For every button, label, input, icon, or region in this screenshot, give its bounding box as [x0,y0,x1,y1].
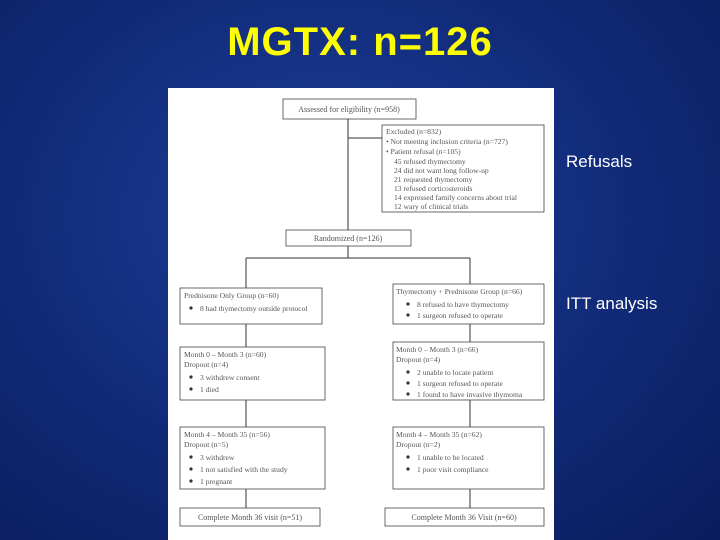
slide-title: MGTX: n=126 [227,20,493,64]
right-complete-text: Complete Month 36 Visit (n=60) [411,513,517,522]
randomized-text: Randomized (n=126) [314,234,383,243]
thymectomy-arm-box: Thymectomy + Prednisone Group (n=66) 8 r… [392,283,545,325]
right-month0-3-bullet: 1 found to have invasive thymoma [417,390,523,399]
prednisone-arm-box: Prednisone Only Group (n=60) 8 had thyme… [179,287,323,325]
right-month0-3-box: Month 0 – Month 3 (n=66) Dropout (n=4) 2… [392,341,545,401]
right-month4-35-dropout: Dropout (n=2) [396,440,441,449]
prednisone-arm-header: Prednisone Only Group (n=60) [184,291,279,300]
left-complete-text: Complete Month 36 visit (n=51) [198,513,302,522]
excluded-line: 24 did not want long follow-up [394,166,489,175]
flowchart-svg: Assessed for eligibility (n=958) Exclude… [179,98,545,527]
excluded-line: 45 refused thymectomy [394,157,466,166]
left-month4-35-box: Month 4 – Month 35 (n=56) Dropout (n=5) … [179,426,326,490]
left-month0-3-bullet: 3 withdrew consent [200,373,260,382]
excluded-line: • Not meeting inclusion criteria (n=727) [386,137,508,146]
excluded-box: Excluded (n=832) • Not meeting inclusion… [381,124,545,213]
left-month4-35-bullet: 1 pregnant [200,477,233,486]
prednisone-arm-bullet: 8 had thymectomy outside protocol [200,304,308,313]
right-month4-35-bullet: 1 poor visit compliance [417,465,489,474]
refusals-label: Refusals [566,152,633,171]
right-month0-3-header: Month 0 – Month 3 (n=66) [396,345,479,354]
excluded-line: 13 refused corticosteroids [394,184,472,193]
assessed-text: Assessed for eligibility (n=958) [298,105,400,114]
right-month4-35-header: Month 4 – Month 35 (n=62) [396,430,482,439]
left-complete-box: Complete Month 36 visit (n=51) [179,507,321,527]
excluded-line: 14 expressed family concerns about trial [394,193,517,202]
left-month4-35-header: Month 4 – Month 35 (n=56) [184,430,270,439]
right-month4-35-box: Month 4 – Month 35 (n=62) Dropout (n=2) … [392,426,545,490]
thymectomy-arm-bullet: 1 surgeon refused to operate [417,311,504,320]
excluded-header: Excluded (n=832) [386,127,442,136]
flowchart-connectors [245,119,471,508]
left-month4-35-bullet: 3 withdrew [200,453,235,462]
right-month4-35-bullet: 1 unable to be located [417,453,484,462]
randomized-box: Randomized (n=126) [285,229,412,247]
left-month0-3-header: Month 0 – Month 3 (n=60) [184,350,267,359]
excluded-line: • Patient refusal (n=105) [386,147,461,156]
thymectomy-arm-header: Thymectomy + Prednisone Group (n=66) [396,287,523,296]
right-month0-3-bullet: 1 surgeon refused to operate [417,379,504,388]
excluded-line: 12 wary of clinical trials [394,202,468,211]
consort-flowchart: Assessed for eligibility (n=958) Exclude… [168,88,554,540]
right-complete-box: Complete Month 36 Visit (n=60) [384,507,545,527]
left-month4-35-dropout: Dropout (n=5) [184,440,229,449]
right-month0-3-dropout: Dropout (n=4) [396,355,441,364]
itt-analysis-label: ITT analysis [566,294,658,313]
left-month4-35-bullet: 1 not satisfied with the study [200,465,288,474]
assessed-box: Assessed for eligibility (n=958) [282,98,417,120]
left-month0-3-dropout: Dropout (n=4) [184,360,229,369]
excluded-line: 21 requested thymectomy [394,175,473,184]
thymectomy-arm-bullet: 8 refused to have thymectomy [417,300,509,309]
right-month0-3-bullet: 2 unable to locate patient [417,368,494,377]
left-month0-3-bullet: 1 died [200,385,219,394]
left-month0-3-box: Month 0 – Month 3 (n=60) Dropout (n=4) 3… [179,346,326,401]
